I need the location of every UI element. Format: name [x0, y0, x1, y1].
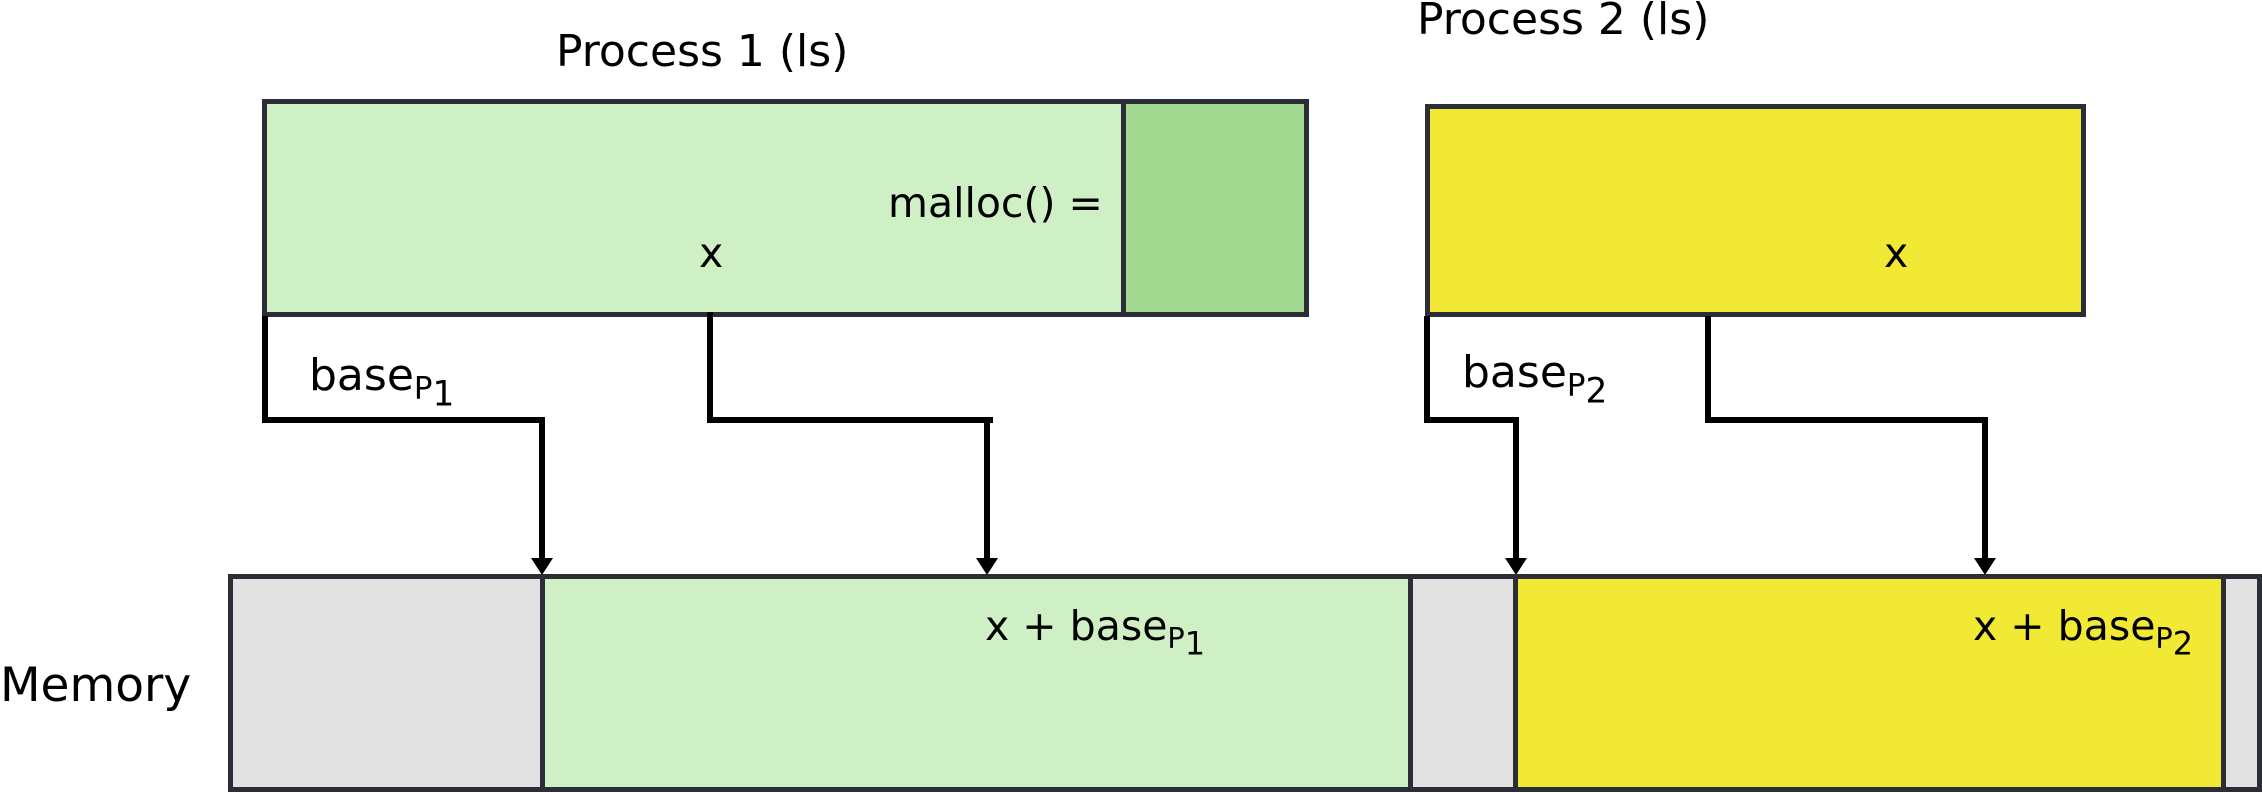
arrow1-horizontal-line — [262, 417, 545, 423]
arrow4-horizontal-line — [1705, 417, 1988, 423]
process1-allocated-strip — [1121, 104, 1304, 312]
arrow1-arrowhead-icon — [531, 558, 553, 575]
memory-segment-free-left — [233, 579, 540, 787]
arrow3-vertical-line — [1424, 316, 1430, 423]
arrow4-arrowhead-icon — [1974, 558, 1996, 575]
green-label-subsub: 1 — [1184, 624, 1206, 663]
base-p2-text: base — [1462, 347, 1567, 398]
arrow1-drop-line — [539, 417, 545, 558]
base-p1-label: baseP1 — [309, 350, 455, 415]
arrow2-drop-line — [984, 417, 990, 558]
green-label-text: x + base — [985, 602, 1168, 650]
arrow2-vertical-line — [707, 312, 713, 423]
process1-x-label: x — [699, 229, 724, 277]
base-p1-sub: P — [413, 370, 433, 407]
base-p2-subsub: 2 — [1585, 371, 1608, 412]
memory-bar — [228, 574, 2262, 792]
memory-segment-process2 — [1513, 579, 2221, 787]
yellow-label-text: x + base — [1973, 602, 2156, 650]
memory-segment-free-right — [2221, 579, 2257, 787]
process1-title: Process 1 (ls) — [556, 26, 849, 77]
arrow1-vertical-line — [262, 316, 268, 423]
base-p2-label: baseP2 — [1462, 347, 1608, 412]
arrow3-drop-line — [1513, 417, 1519, 558]
process2-x-label: x — [1884, 229, 1909, 277]
memory-yellow-segment-label: x + baseP2 — [1973, 602, 2194, 663]
memory-green-segment-label: x + baseP1 — [985, 602, 1206, 663]
process1-malloc-label: malloc() = — [888, 179, 1103, 227]
yellow-label-sub: P — [2155, 621, 2173, 656]
arrow2-arrowhead-icon — [976, 558, 998, 575]
base-p1-subsub: 1 — [432, 374, 455, 415]
yellow-label-subsub: 2 — [2172, 624, 2194, 663]
process1-box — [262, 99, 1309, 317]
arrow4-vertical-line — [1705, 316, 1711, 423]
memory-segment-free-middle — [1408, 579, 1513, 787]
green-label-sub: P — [1167, 621, 1185, 656]
arrow2-horizontal-line — [707, 417, 993, 423]
process2-box — [1425, 104, 2086, 317]
base-p1-text: base — [309, 350, 414, 401]
base-p2-sub: P — [1566, 367, 1586, 404]
arrow3-horizontal-line — [1424, 417, 1519, 423]
arrow4-drop-line — [1982, 417, 1988, 558]
memory-label: Memory — [0, 658, 192, 713]
memory-segment-process1 — [540, 579, 1408, 787]
arrow3-arrowhead-icon — [1505, 558, 1527, 575]
process2-title: Process 2 (ls) — [1417, 0, 1710, 45]
